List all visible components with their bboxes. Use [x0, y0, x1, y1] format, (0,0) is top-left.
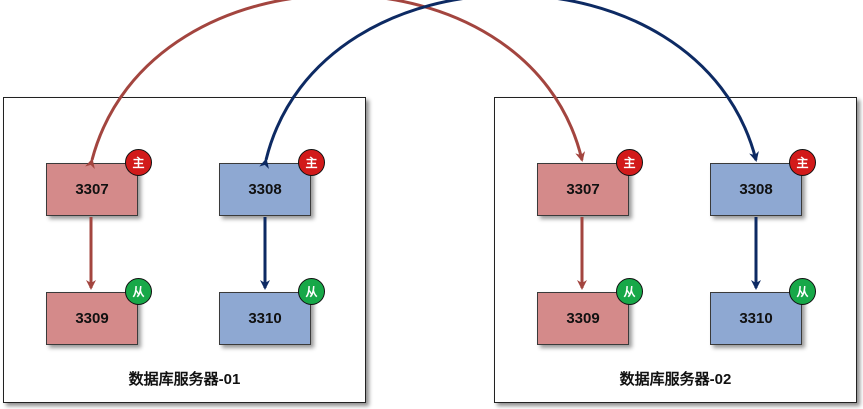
- node-3308[interactable]: 3308: [710, 163, 802, 216]
- server-label: 数据库服务器-01: [128, 371, 241, 388]
- node-3310[interactable]: 3310: [710, 292, 802, 345]
- node-port: 3309: [566, 310, 600, 327]
- node-3310[interactable]: 3310: [219, 292, 311, 345]
- slave-badge: 从: [789, 278, 816, 305]
- node-port: 3310: [739, 310, 773, 327]
- node-port: 3309: [75, 310, 109, 327]
- node-port: 3307: [75, 181, 109, 198]
- node-3309[interactable]: 3309: [46, 292, 138, 345]
- server-label: 数据库服务器-02: [619, 371, 732, 388]
- arc-3308-replication: [259, 0, 759, 169]
- server-02-box: 3307 主 3308 主 3309 从 3310 从 数据库服务器-02: [494, 97, 857, 403]
- slave-badge: 从: [298, 278, 325, 305]
- node-3307[interactable]: 3307: [537, 163, 629, 216]
- node-3307[interactable]: 3307: [46, 163, 138, 216]
- node-port: 3310: [248, 310, 282, 327]
- slave-badge: 从: [616, 278, 643, 305]
- node-port: 3308: [248, 181, 282, 198]
- node-port: 3308: [739, 181, 773, 198]
- node-3309[interactable]: 3309: [537, 292, 629, 345]
- arc-3307-replication: [85, 0, 586, 170]
- master-badge: 主: [789, 149, 816, 176]
- node-3308[interactable]: 3308: [219, 163, 311, 216]
- node-port: 3307: [566, 181, 600, 198]
- slave-badge: 从: [125, 278, 152, 305]
